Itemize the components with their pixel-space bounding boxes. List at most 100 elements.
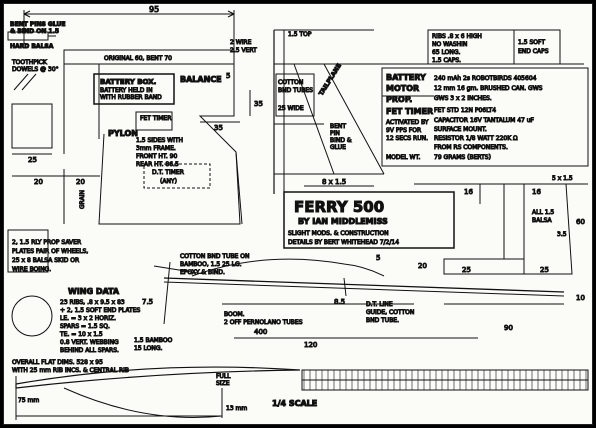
wing-data-title: WING DATA xyxy=(68,287,120,296)
wing-section xyxy=(15,366,301,420)
pylon-note-1: 1.5 SIDES WITH xyxy=(136,137,183,144)
bent-pin-3: BIND & xyxy=(330,137,352,144)
fin-dim-25: 25 xyxy=(462,266,471,274)
wing-data-6: 0.8 VERT. WEBBING xyxy=(60,339,119,346)
dim-75mm: 75 mm xyxy=(18,397,39,404)
title-name: FERRY 500 xyxy=(294,198,384,216)
pylon-note-2: 3mm FRAME. xyxy=(136,145,176,152)
wing-data-3: LE. = 3 x 2 HORIZ. xyxy=(60,315,116,322)
wire-note-3: 1.5 TOP xyxy=(288,31,312,38)
bamboo-2: 15 LONG. xyxy=(134,345,163,352)
wing-data-1: 23 RIBS, .8 x 9.5 x 83 xyxy=(60,299,125,306)
bent-pin-2: PIN xyxy=(330,130,340,137)
fin-dim-90: 90 xyxy=(504,324,513,332)
battery-box-title: BATTERY BOX. xyxy=(100,78,156,86)
dt-line-1: D.T. LINE xyxy=(366,301,393,308)
title-mods: SLIGHT MODS. & CONSTRUCTION xyxy=(288,230,389,237)
spec-battery-label: BATTERY xyxy=(386,73,426,82)
soft-caps-1: 1.5 SOFT xyxy=(518,39,545,46)
spec-model-wt: MODEL WT. xyxy=(386,154,420,161)
spec-from-rs: FROM RS COMPONENTS. xyxy=(434,144,508,151)
prop-saver-2: PLATES PAIR OF WHEELS, xyxy=(12,248,88,255)
fin-dim-16a: 16 xyxy=(464,188,473,196)
fin-balsa: BALSA xyxy=(532,217,552,224)
fuselage-side xyxy=(153,258,565,339)
spec-activated-3: 12 SECS RUN. xyxy=(386,135,428,142)
full-size-2: SIZE xyxy=(216,380,230,387)
wide-25: 25 WIDE xyxy=(278,105,304,112)
spec-activated-1: ACTIVATED BY xyxy=(386,119,429,126)
prop-saver-plate xyxy=(7,229,49,273)
battery-box-note-2: WITH RUBBER BAND xyxy=(100,94,162,101)
pylon-label: PYLON xyxy=(108,129,138,138)
fin-dim-10: 10 xyxy=(576,294,585,302)
fin-dim-35: 3.5 xyxy=(557,231,567,238)
dim-13mm: 13 mm xyxy=(226,405,247,412)
spec-capacitor: CAPACITOR 16V TANTALUM 47 uF xyxy=(434,117,535,124)
fin-outline xyxy=(523,183,573,275)
plan-sheet: BENT PINS GLUE & BIND ON 1.5 HARD BALSA … xyxy=(3,3,593,425)
battery-box-note-1: BATTERY HELD IN xyxy=(100,87,153,94)
dim-5: 5 xyxy=(226,72,230,80)
overall-dims-1: OVERALL FLAT DIMS. 528 x 95 xyxy=(12,359,103,366)
fuse-dim-400: 400 xyxy=(254,328,267,336)
cotton-note-2: BND TUBES xyxy=(278,87,313,94)
original-60-note: ORIGINAL 60, BENT 70 xyxy=(104,55,172,62)
bent-pins-note-3: HARD BALSA xyxy=(10,43,54,50)
pylon-note-4: REAR HT. 86.5 xyxy=(136,161,179,168)
dt-timer-box xyxy=(143,163,211,189)
fin-dim-20: 20 xyxy=(418,262,427,270)
spec-prop-label: PROP. xyxy=(386,95,412,104)
spec-motor-label: MOTOR xyxy=(386,84,419,93)
fet-timer-rect xyxy=(135,111,173,131)
dt-line-3: BND TUBE. xyxy=(366,317,399,324)
ribs-notes-boxes xyxy=(427,29,561,65)
wing-data-5: TE. = 10 x 1.5 xyxy=(59,331,103,338)
spec-prop-value: GWS 3 x 2 INCHES. xyxy=(434,95,492,102)
fuse-dim-120: 120 xyxy=(304,341,317,349)
dt-timer-label: D.T. TIMER xyxy=(152,169,184,176)
ribs-note-4: 1.5 CAPS. xyxy=(432,57,461,64)
dim-25: 25 xyxy=(28,156,37,164)
dim-8x15: 8 x 1.5 xyxy=(322,178,346,186)
wing-data-2: + 2, 1.5 SOFT END PLATES xyxy=(60,307,140,314)
fin-dim-25b: 25 xyxy=(540,266,549,274)
full-size-1: FULL xyxy=(216,373,231,380)
dim-20-a: 20 xyxy=(34,178,43,186)
dt-line-2: GUIDE, COTTON xyxy=(366,309,414,316)
battery-box-rect xyxy=(93,73,175,105)
overall-dims-2: WITH 25 mm RIB INCS. & CENTRAL RIB xyxy=(12,367,129,374)
fin-drawing xyxy=(414,183,588,305)
bamboo-1: 1.5 BAMBOO xyxy=(134,337,173,344)
cotton-tube-box xyxy=(275,73,315,117)
boom-note: 2 OFF PERNOLANO TUBES xyxy=(224,319,303,326)
spec-battery-value: 240 mAh 2s ROBOTBIRDS 405604 xyxy=(434,75,537,82)
fuse-dim-5: 5 xyxy=(376,254,380,262)
fin-all-15: ALL 1.5 xyxy=(532,209,554,216)
cotton-tube-2: BAMBOO, 1.5 25 LG. xyxy=(180,261,242,268)
prop-saver-1: 2, 1.5 RLY PROP SAVER xyxy=(12,239,81,246)
grain-label: GRAIN xyxy=(79,190,86,209)
rib-lines xyxy=(303,370,587,390)
spec-box xyxy=(381,67,589,167)
fet-timer-label: FET TIMER xyxy=(140,115,171,122)
wing-data-7: BEHIND ALL SPARS. xyxy=(60,347,119,354)
title-designer: BY IAN MIDDLEMISS xyxy=(298,217,388,226)
fin-dim-60: 60 xyxy=(576,218,585,226)
spec-resistor: RESISTOR 1/8 WATT 220K Ω xyxy=(434,135,518,142)
prop-saver-3: 25 x 8 BALSA SKID OR xyxy=(12,257,79,264)
spec-fet-label: FET TIMER xyxy=(386,107,433,116)
top-left-section xyxy=(7,10,251,225)
dim-95: 95 xyxy=(149,5,159,14)
scale-label: 1/4 SCALE xyxy=(272,399,317,408)
bent-pin-1: BENT xyxy=(330,123,346,130)
spec-fet-value: FET STD 12N P06LT4 xyxy=(434,107,496,114)
plan-drawing: BENT PINS GLUE & BIND ON 1.5 HARD BALSA … xyxy=(7,5,589,420)
title-box xyxy=(283,191,455,249)
spec-surface: SURFACE MOUNT. xyxy=(434,126,487,133)
wing-data-4: SPARS = 1.5 SQ. xyxy=(60,323,110,330)
spec-motor-value: 12 mm 16 gm. BRUSHED CAN. GWS xyxy=(434,85,543,92)
cotton-tube-1: COTTON BND TUBE ON xyxy=(180,253,249,260)
prop-saver-4: WIRE BOING. xyxy=(12,266,51,273)
ribs-note-3: 65 LONG. xyxy=(432,49,461,56)
